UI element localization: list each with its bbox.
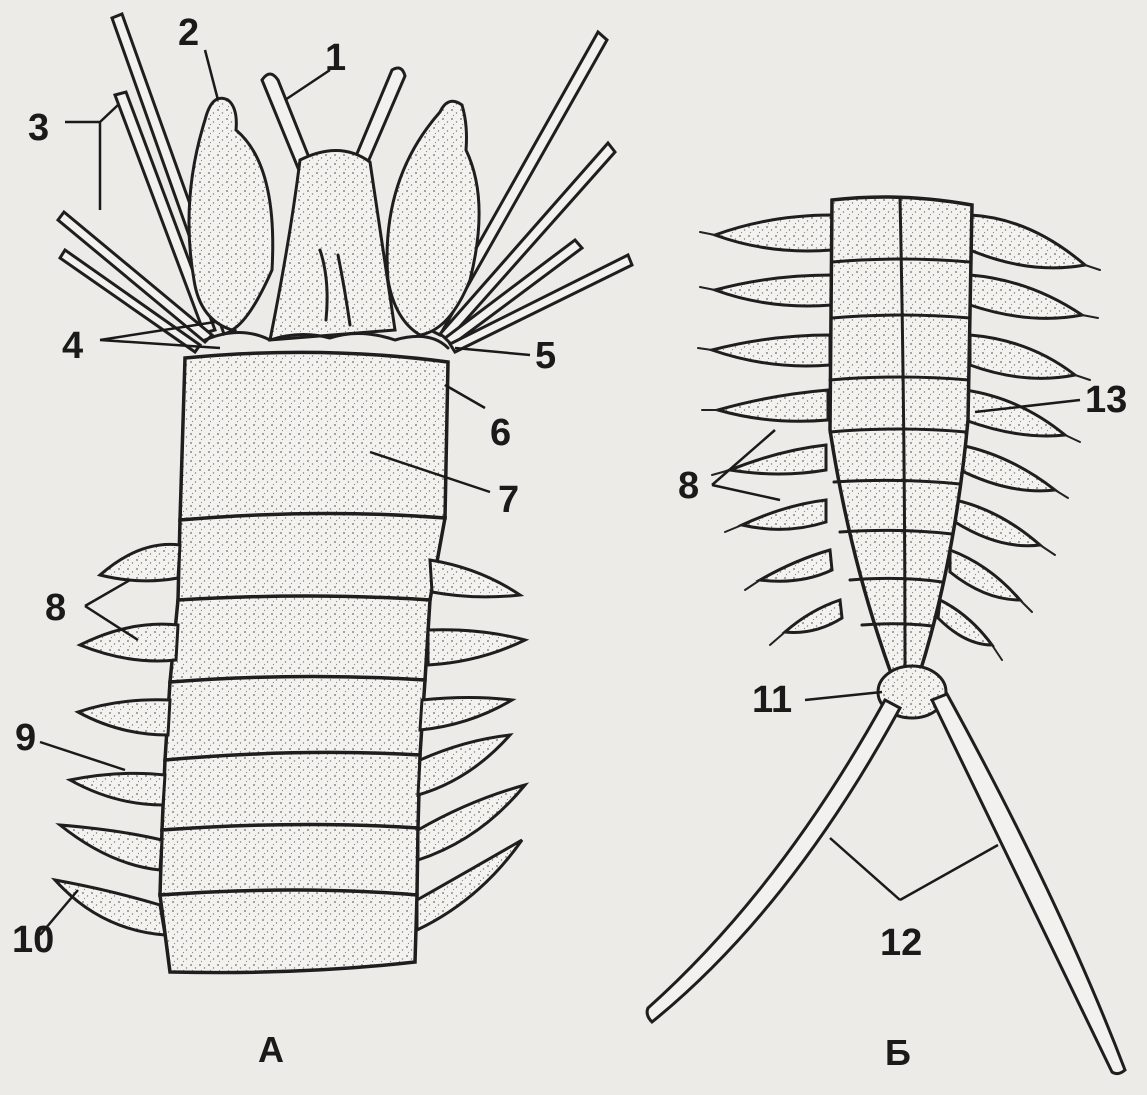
label-4: 4 <box>62 325 83 367</box>
label-11: 11 <box>752 679 792 721</box>
antenna-right <box>356 68 405 162</box>
figure-a-worm <box>55 14 632 973</box>
label-1: 1 <box>325 37 346 79</box>
palp-left <box>189 98 273 330</box>
anal-cirrus-left <box>647 700 900 1022</box>
label-10: 10 <box>12 919 54 961</box>
label-8: 8 <box>45 587 66 629</box>
caption-b: Б <box>885 1032 911 1073</box>
label-b-8: 8 <box>678 465 699 507</box>
caption-a: А <box>258 1029 284 1070</box>
label-13: 13 <box>1085 379 1127 421</box>
label-7: 7 <box>498 479 519 521</box>
prostomium <box>270 150 395 340</box>
palp-right <box>387 101 479 335</box>
label-3: 3 <box>28 107 49 149</box>
body-segments <box>160 352 448 972</box>
anal-cirrus-right <box>932 694 1125 1074</box>
parapodia-b-left <box>712 215 842 632</box>
label-9: 9 <box>15 717 36 759</box>
parapodia-right <box>417 560 525 930</box>
label-12: 12 <box>880 922 922 964</box>
label-6: 6 <box>490 412 511 454</box>
label-2: 2 <box>178 12 199 54</box>
label-5: 5 <box>535 335 556 377</box>
